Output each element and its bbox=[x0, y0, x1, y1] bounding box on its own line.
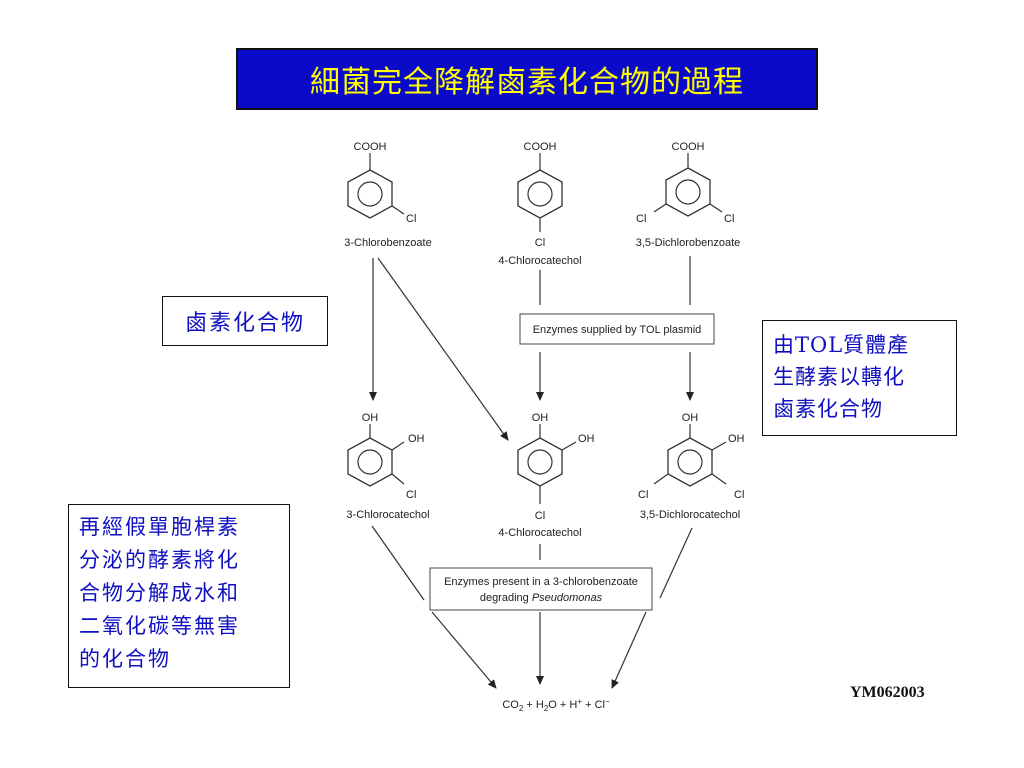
reaction-arrow bbox=[611, 611, 647, 689]
aromatic-circle bbox=[357, 181, 383, 207]
pseudomonas-note-line: 再經假單胞桿素 bbox=[79, 515, 240, 539]
cl-label: Cl bbox=[638, 489, 648, 501]
aromatic-circle bbox=[675, 179, 701, 205]
bond bbox=[711, 473, 727, 485]
reaction-arrow bbox=[431, 611, 497, 689]
compound-3-5-dichlorobenzoate: COOH Cl Cl 3,5-Dichlorobenzoate bbox=[636, 141, 741, 249]
pseudomonas-note-line: 合物分解成水和 bbox=[79, 581, 240, 605]
h2o-formula: H bbox=[536, 699, 544, 711]
reaction-arrow bbox=[377, 257, 509, 441]
bond bbox=[653, 473, 669, 485]
cl-label: Cl bbox=[636, 213, 646, 225]
pseudomonas-note: 再經假單胞桿素 分泌的酵素將化 合物分解成水和 二氧化碳等無害 的化合物 bbox=[68, 504, 290, 688]
compound-name: 3,5-Dichlorobenzoate bbox=[636, 237, 741, 249]
tol-plasmid-note: 由TOL質體產 生酵素以轉化 鹵素化合物 bbox=[762, 320, 957, 436]
compound-3-chlorobenzoate: COOH Cl 3-Chlorobenzoate bbox=[344, 141, 431, 249]
benzene-ring bbox=[347, 437, 393, 487]
cl-label: Cl bbox=[406, 213, 416, 225]
final-products: CO2 + H2O + H+ + Cl− bbox=[502, 697, 610, 713]
cl-label: Cl bbox=[734, 489, 744, 501]
chloride-ion-charge: − bbox=[605, 697, 610, 706]
chloride-ion: Cl bbox=[595, 699, 605, 711]
cl-label: Cl bbox=[535, 510, 545, 522]
hydrogen-ion: H bbox=[569, 699, 577, 711]
enzyme-label-organism: Pseudomonas bbox=[532, 592, 603, 604]
plus-sign: + bbox=[560, 699, 566, 711]
tol-note-line: 由TOL質體產 bbox=[773, 333, 910, 357]
benzene-ring bbox=[517, 437, 563, 487]
enzyme-label-prefix: degrading bbox=[480, 592, 532, 604]
pseudomonas-enzyme-box: Enzymes present in a 3-chlorobenzoate de… bbox=[429, 567, 653, 611]
oh-label: OH bbox=[682, 412, 699, 424]
enzyme-box-frame bbox=[429, 567, 653, 611]
aromatic-circle bbox=[527, 181, 553, 207]
aromatic-circle bbox=[357, 449, 383, 475]
plus-sign: + bbox=[526, 699, 532, 711]
pseudomonas-note-line: 分泌的酵素將化 bbox=[79, 548, 240, 572]
bond bbox=[709, 203, 723, 213]
cooh-label: COOH bbox=[672, 141, 705, 153]
tol-note-line: 鹵素化合物 bbox=[773, 397, 883, 421]
benzene-ring bbox=[665, 167, 711, 217]
compound-name: 4-Chlorocatechol bbox=[498, 527, 581, 539]
aromatic-circle bbox=[677, 449, 703, 475]
connector-line bbox=[659, 527, 693, 599]
tol-note-line: 生酵素以轉化 bbox=[773, 365, 905, 389]
hydrogen-ion-charge: + bbox=[577, 697, 582, 706]
compound-name: 3,5-Dichlorocatechol bbox=[640, 509, 740, 521]
enzyme-label-line1: Enzymes present in a 3-chlorobenzoate bbox=[444, 576, 638, 588]
oh-label: OH bbox=[578, 433, 595, 445]
oh-label: OH bbox=[532, 412, 549, 424]
cl-label: Cl bbox=[535, 237, 545, 249]
compound-3-chlorocatechol: OH OH Cl 3-Chlorocatechol bbox=[346, 412, 429, 521]
enzyme-label: Enzymes supplied by TOL plasmid bbox=[533, 324, 702, 336]
compound-3-5-dichlorocatechol: OH OH Cl Cl 3,5-Dichlorocatechol bbox=[638, 412, 745, 521]
compound-name: 3-Chlorobenzoate bbox=[344, 237, 431, 249]
plus-sign: + bbox=[585, 699, 591, 711]
bond bbox=[653, 203, 667, 213]
compound-4-chlorocatechol: OH OH Cl 4-Chlorocatechol bbox=[498, 412, 594, 539]
oh-label: OH bbox=[728, 433, 745, 445]
compound-name: 3-Chlorocatechol bbox=[346, 509, 429, 521]
page-title: 細菌完全降解鹵素化合物的過程 bbox=[236, 48, 818, 110]
bond bbox=[561, 441, 577, 451]
cooh-label: COOH bbox=[354, 141, 387, 153]
connector-line bbox=[371, 525, 425, 601]
benzene-ring bbox=[347, 169, 393, 219]
pseudomonas-note-line: 的化合物 bbox=[79, 647, 171, 671]
oh-label: OH bbox=[408, 433, 425, 445]
h2o-oxygen: O bbox=[548, 699, 557, 711]
halogen-compound-note: 鹵素化合物 bbox=[162, 296, 328, 346]
cooh-label: COOH bbox=[524, 141, 557, 153]
benzene-ring bbox=[667, 437, 713, 487]
cl-label: Cl bbox=[724, 213, 734, 225]
bond bbox=[391, 473, 405, 485]
enzyme-box-frame bbox=[519, 313, 715, 345]
aromatic-circle bbox=[527, 449, 553, 475]
benzene-ring bbox=[517, 169, 563, 219]
compound-4-chlorobenzoate: COOH Cl 4-Chlorocatechol bbox=[498, 141, 581, 267]
compound-name: 4-Chlorocatechol bbox=[498, 255, 581, 267]
cl-label: Cl bbox=[406, 489, 416, 501]
slide-code: YM062003 bbox=[850, 684, 925, 701]
oh-label: OH bbox=[362, 412, 379, 424]
bond bbox=[711, 441, 727, 451]
co2-subscript: 2 bbox=[519, 704, 524, 713]
tol-enzyme-box: Enzymes supplied by TOL plasmid bbox=[519, 313, 715, 345]
enzyme-label-line2: degrading Pseudomonas bbox=[480, 592, 603, 604]
pseudomonas-note-line: 二氧化碳等無害 bbox=[79, 614, 240, 638]
h2o-subscript: 2 bbox=[544, 704, 549, 713]
bond bbox=[391, 441, 405, 451]
bond bbox=[391, 205, 405, 215]
co2-formula: CO bbox=[502, 699, 519, 711]
